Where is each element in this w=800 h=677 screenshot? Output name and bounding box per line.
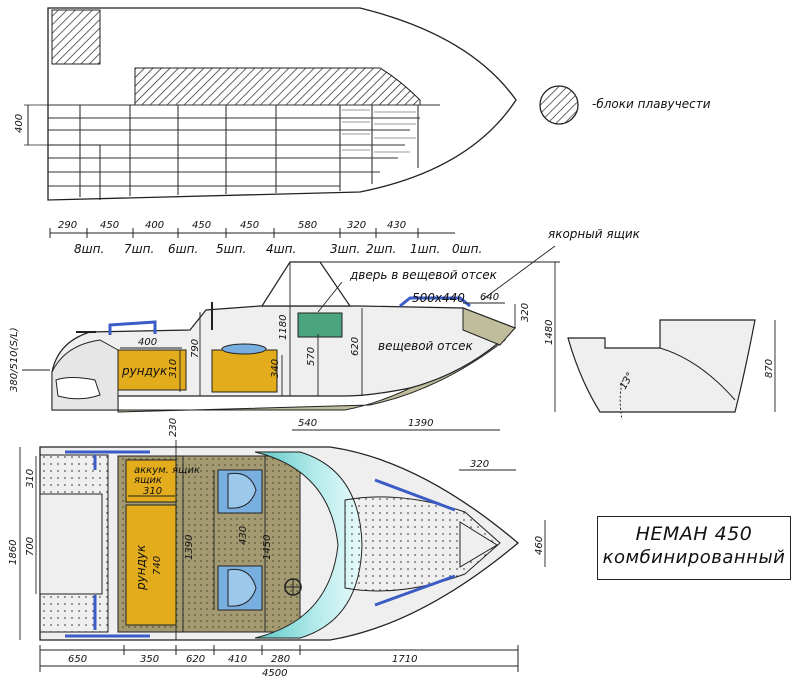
side-door-size: 500х440 [412,291,465,305]
buoyancy-block-bow [134,67,421,106]
legend-buoyancy-label: -блоки плавучести [592,97,711,111]
side-seat-cushion [221,343,267,355]
side-dim-790: 790 [190,339,201,358]
frame-spacing-8: 430 [387,220,406,231]
plan-dim-460: 460 [534,536,545,555]
plan-dim-310-batt: 310 [143,486,162,497]
section-angle-arc [619,379,624,421]
frame-spacing-2: 450 [100,220,119,231]
plan-transom-cutout [39,493,103,595]
plan-anchor-hatch [459,521,498,568]
side-stowage-label: вещевой отсек [378,339,473,353]
frame-spacing-6: 580 [298,220,317,231]
plan-dim-320: 320 [470,459,489,470]
plan-dim-430: 430 [238,526,249,545]
side-dim-320: 320 [520,303,531,322]
side-dim-640: 640 [480,292,499,303]
plan-seat-1 [217,469,263,514]
side-dim-transom: 380/510(S/L) [9,327,20,392]
side-anchor-label: якорный ящик [548,227,641,241]
plan-dim-1860: 1860 [8,540,19,565]
plan-view: 230 320 310 1860 700 аккум. ящик ящик 31… [8,418,546,677]
side-rundyk-label: рундук [121,364,168,378]
top-view: 400 [14,7,517,201]
title-variant: комбинированный [602,547,786,568]
plan-dim-350: 350 [140,654,159,665]
section-view: 870 13° [567,319,776,421]
side-dim-570: 570 [306,347,317,366]
frame-spacing-3: 400 [145,220,164,231]
plan-rundyk [125,504,177,626]
side-stern-recess [55,377,101,400]
plan-seat-2 [217,565,263,611]
plan-dim-230: 230 [168,418,179,437]
section-dim-870: 870 [764,359,775,378]
dim-top-400: 400 [14,114,25,133]
side-door [297,312,343,338]
frame-spacing-5: 450 [240,220,259,231]
frame-spacing-7: 320 [347,220,366,231]
plan-battery-box [125,459,177,503]
side-anchor-box [462,307,516,346]
side-door-label: дверь в вещевой отсек [349,268,498,282]
frame-label-6: 6шп. [168,242,198,256]
plan-dim-410: 410 [228,654,247,665]
plan-dim-650: 650 [68,654,87,665]
plan-battery-label-2: ящик [134,475,162,486]
side-rail-bow [399,296,471,308]
side-dim-540: 540 [298,418,317,429]
frame-label-7: 7шп. [124,242,154,256]
side-dim-1180: 1180 [278,315,289,340]
plan-battery-label: аккум. ящик [134,465,200,476]
buoyancy-block-stern [51,9,101,65]
legend: -блоки плавучести [539,85,711,125]
frame-label-4: 4шп. [266,242,296,256]
side-rail-stern [108,320,157,335]
side-anchor-label-line: якорный ящик [548,227,641,241]
buoyancy-legend-icon [539,85,579,125]
plan-dim-1710: 1710 [392,654,417,665]
side-dim-400: 400 [138,337,157,348]
frame-label-0: 0шп. [452,242,482,256]
plan-dim-280: 280 [271,654,290,665]
side-windshield [260,261,352,307]
frame-label-1: 1шп. [410,242,440,256]
frame-label-2: 2шп. [366,242,396,256]
plan-dim-4500: 4500 [262,668,287,677]
plan-bow-deck [344,496,501,592]
plan-rail-bow-top [374,478,456,512]
plan-dim-1390: 1390 [184,535,195,560]
frame-label-8: 8шп. [74,242,104,256]
side-dim-1480: 1480 [544,320,555,345]
plan-dim-310-top: 310 [25,469,36,488]
frame-label-5: 5шп. [216,242,246,256]
plan-dim-740: 740 [152,556,163,575]
frame-spacing-1: 290 [58,220,77,231]
side-rundyk [117,349,187,391]
plan-rail-bow-bottom [374,574,456,607]
title-model: НЕМАН 450 [635,523,753,545]
section-outline [567,319,756,413]
plan-rundyk-label: рундук [134,544,148,591]
title-box: НЕМАН 450 комбинированный [597,516,791,580]
frame-spacing-4: 450 [192,220,211,231]
section-chine [659,347,736,401]
plan-dim-1450: 1450 [262,535,273,560]
side-dim-1390: 1390 [408,418,433,429]
side-dim-310: 310 [168,359,179,378]
plan-dim-700: 700 [25,537,36,556]
frame-scale: 290 450 400 450 450 580 320 430 8шп. 7шп… [49,220,482,256]
steering-wheel-icon [284,578,302,596]
side-dim-340: 340 [270,359,281,378]
side-dim-620: 620 [350,337,361,356]
side-console-seat [211,349,278,393]
side-view: 400 310 790 340 1180 570 620 1480 640 32… [9,227,641,431]
plan-dim-620: 620 [186,654,205,665]
frame-label-3: 3шп. [330,242,360,256]
